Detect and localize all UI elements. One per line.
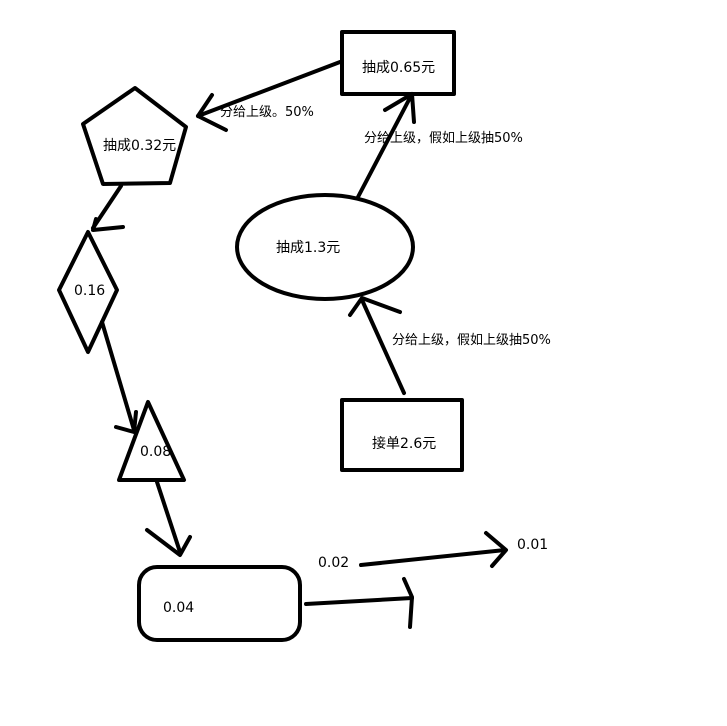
arrow-order-to-ellipse [348,296,406,395]
edge-label-order-to-ellipse: 分给上级，假如上级抽50% [392,333,551,348]
edge-label-ellipse-to-top: 分给上级，假如上级抽50% [364,131,523,146]
arrow-pentagon-to-diamond [91,184,125,232]
pentagon-node [81,86,188,186]
arrow-rounded-out [304,577,414,629]
ellipse-label: 抽成1.3元 [276,240,341,256]
triangle-node [117,400,186,482]
mid-value-label: 0.02 [318,555,350,571]
arrow-triangle-to-rounded [145,480,192,557]
order-box [340,398,464,472]
triangle-label: 0.08 [140,444,172,460]
diamond-label: 0.16 [74,283,106,299]
order-label: 接单2.6元 [372,436,437,452]
end-value-label: 0.01 [517,537,549,553]
top-rect-label: 抽成0.65元 [362,60,436,76]
edge-label-top-to-pentagon: 分给上级。50% [220,105,314,120]
rounded-rect-label: 0.04 [163,600,195,616]
arrow-diamond-to-triangle [100,320,138,434]
pentagon-label: 抽成0.32元 [103,138,177,154]
diamond-node [57,230,119,354]
rounded-rect-node [137,565,302,642]
arrow-ellipse-to-top [356,92,416,199]
arrow-mid-to-end [359,531,508,568]
ellipse-node [235,193,415,301]
top-rect-node [340,30,456,96]
arrow-top-to-pentagon [196,60,342,132]
